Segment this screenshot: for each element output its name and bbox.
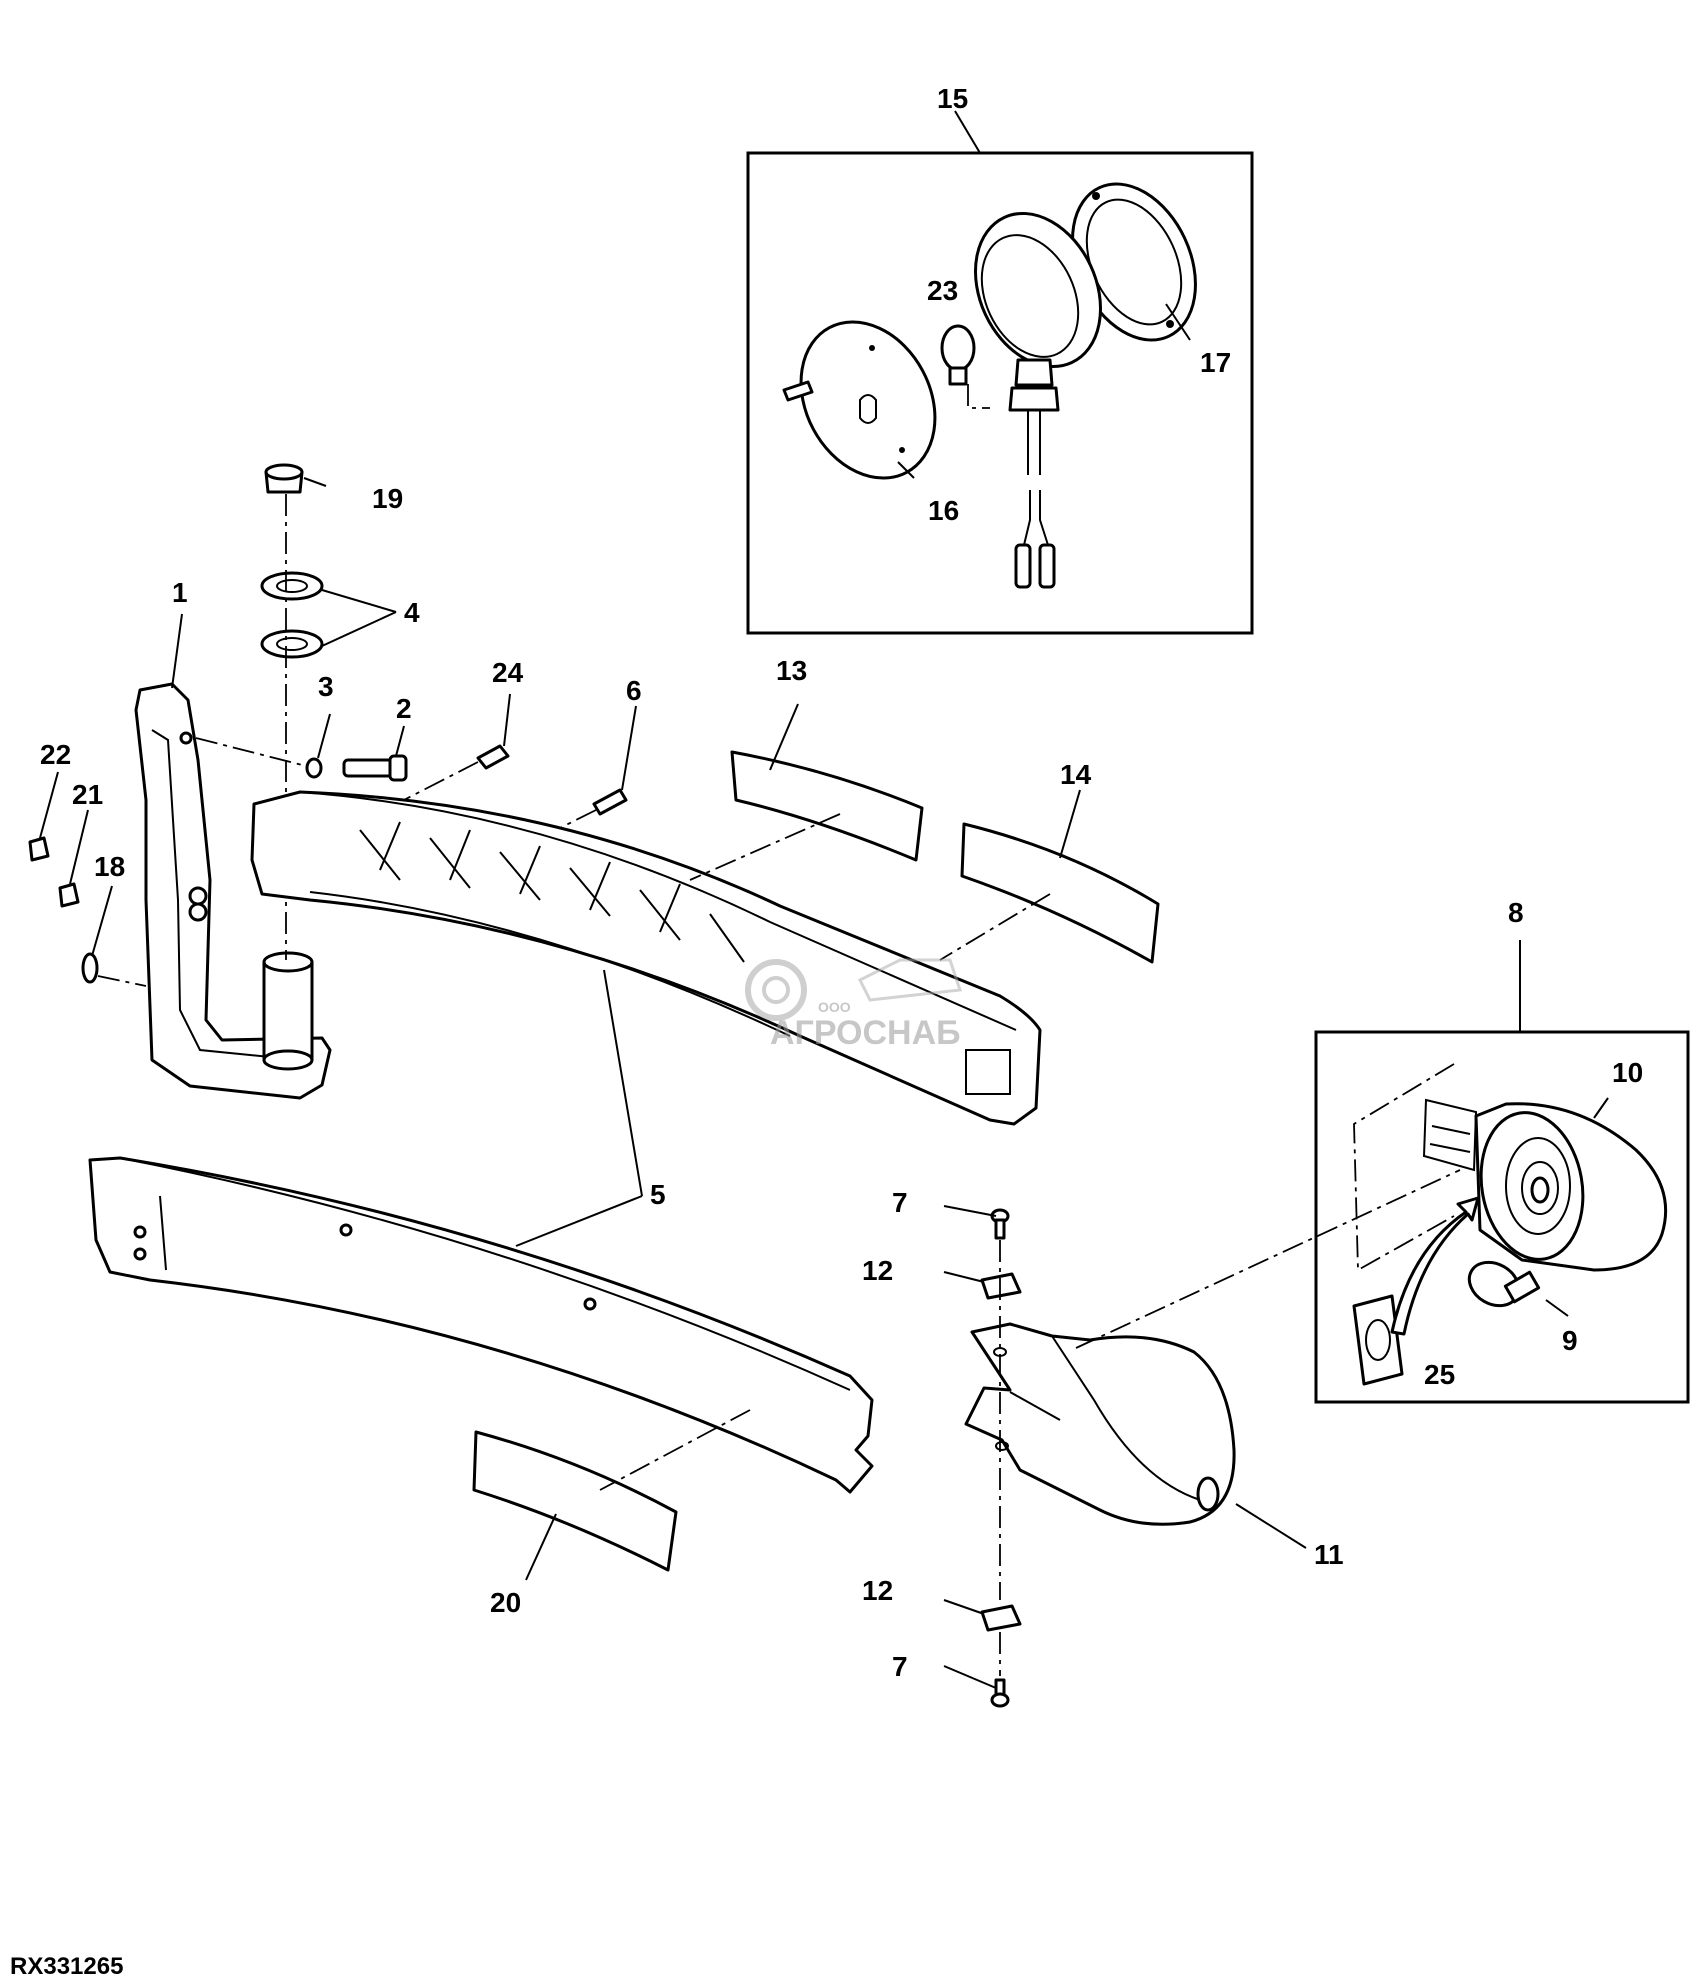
watermark-prefix: ООО xyxy=(818,999,851,1015)
callout-24: 24 xyxy=(492,657,524,688)
lamp-bracket xyxy=(964,1322,1236,1526)
callout-7-bottom: 7 xyxy=(892,1651,908,1682)
label-13 xyxy=(730,750,924,862)
cap xyxy=(264,463,304,494)
callout-2: 2 xyxy=(396,693,412,724)
callout-18: 18 xyxy=(94,851,125,882)
callout-9: 9 xyxy=(1562,1325,1578,1356)
gasket xyxy=(1352,1294,1404,1386)
callout-7-top: 7 xyxy=(892,1187,908,1218)
label-14 xyxy=(960,822,1160,964)
inset-tail-lamp: 10 9 25 xyxy=(1314,940,1690,1404)
pivot-post xyxy=(262,951,314,1071)
callout-14: 14 xyxy=(1060,759,1092,790)
label-20 xyxy=(472,1430,678,1572)
clip-12-bottom xyxy=(980,1604,1022,1632)
clip-12-top xyxy=(980,1272,1022,1300)
callout-4: 4 xyxy=(404,597,420,628)
callout-21: 21 xyxy=(72,779,103,810)
figure-id: RX331265 xyxy=(10,1953,123,1980)
screw-7-top xyxy=(990,1208,1010,1240)
upper-beam xyxy=(250,790,1042,1126)
washers xyxy=(260,571,324,659)
small-parts xyxy=(28,836,99,984)
callout-13: 13 xyxy=(776,655,807,686)
tail-lamp xyxy=(1422,1098,1668,1272)
callout-6: 6 xyxy=(626,675,642,706)
callout-20: 20 xyxy=(490,1587,521,1618)
callout-25: 25 xyxy=(1424,1359,1455,1390)
watermark: ООО АГРОСНАБ xyxy=(745,958,963,1052)
callout-12-top: 12 xyxy=(862,1255,893,1286)
callout-1: 1 xyxy=(172,577,188,608)
support-bracket xyxy=(134,682,332,1100)
inset-lamp-assembly: 23 17 16 xyxy=(746,110,1254,635)
callout-23: 23 xyxy=(927,275,958,306)
callout-16: 16 xyxy=(928,495,959,526)
lamp-screw xyxy=(782,380,814,402)
callout-17: 17 xyxy=(1200,347,1231,378)
callout-15: 15 xyxy=(937,83,968,114)
callout-3: 3 xyxy=(318,671,334,702)
bolt xyxy=(305,754,408,782)
tail-lamp-bulb xyxy=(1467,1260,1541,1308)
lamp-housing xyxy=(974,211,1102,589)
screw-6 xyxy=(592,788,628,816)
callout-11: 11 xyxy=(1314,1539,1344,1570)
screw-7-bottom xyxy=(990,1678,1010,1708)
lamp-back-plate xyxy=(799,320,937,480)
screw-24 xyxy=(476,744,510,770)
callout-22: 22 xyxy=(40,739,71,770)
callout-8: 8 xyxy=(1508,897,1524,928)
callout-10: 10 xyxy=(1612,1057,1643,1088)
lamp-bulb xyxy=(940,324,976,386)
watermark-brand: АГРОСНАБ xyxy=(770,1014,961,1052)
lower-beam xyxy=(88,1156,874,1494)
callout-12-bottom: 12 xyxy=(862,1575,893,1606)
callout-19: 19 xyxy=(372,483,403,514)
callout-5: 5 xyxy=(650,1179,666,1210)
